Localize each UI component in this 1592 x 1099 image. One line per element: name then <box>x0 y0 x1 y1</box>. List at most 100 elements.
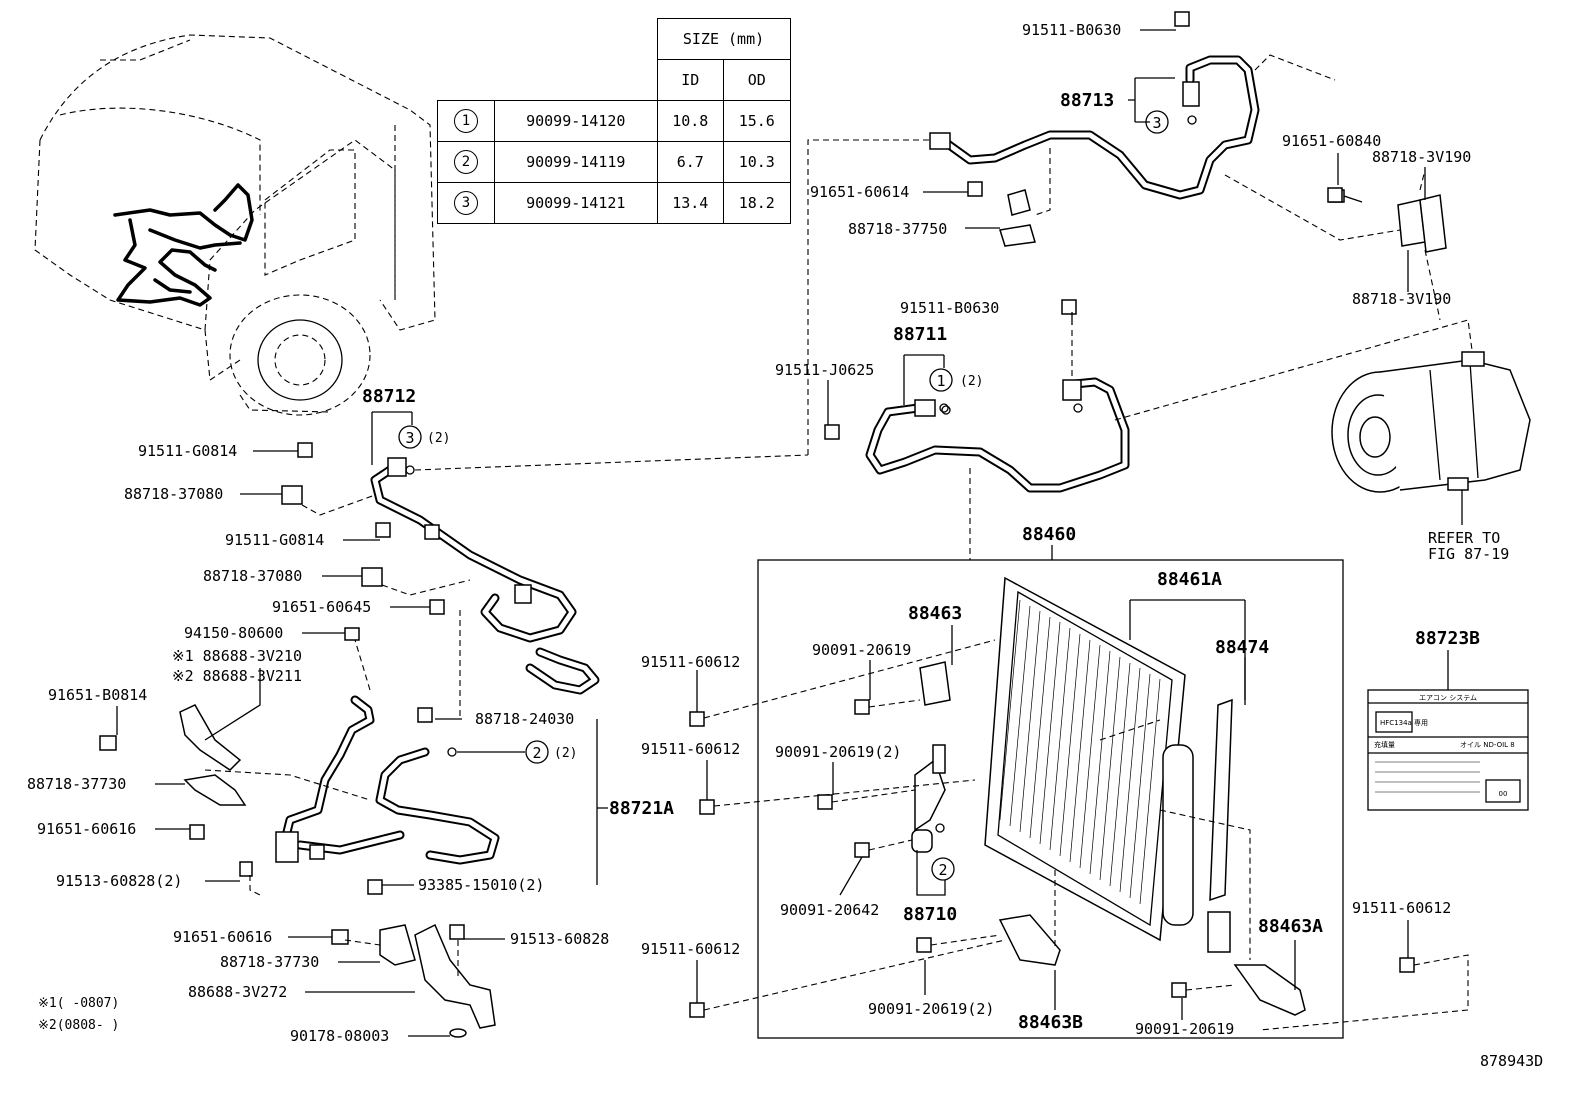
size-table-header-row: SIZE (mm) <box>438 18 791 60</box>
vehicle-sketch <box>34 34 436 416</box>
caution-label-refrigerant: HFC134a 専用 <box>1380 718 1428 727</box>
caution-label-row1: 充填量 <box>1374 740 1395 749</box>
refer-line-1: REFER TO <box>1428 529 1500 547</box>
label-91651-60614: 91651-60614 <box>810 183 909 201</box>
footnote-2: ※2(0808- ) <box>38 1018 119 1033</box>
condenser-box <box>689 11 1469 1039</box>
label-88463: 88463 <box>908 603 962 624</box>
size-table: SIZE (mm) ID OD 1 90099-14120 10.8 15.6 … <box>437 18 791 224</box>
label-90091-20619-2a: 90091-20619(2) <box>775 743 901 761</box>
label-88463A: 88463A <box>1258 916 1323 937</box>
row-id: 13.4 <box>656 182 724 224</box>
marker-88721: 2 <box>532 744 541 762</box>
label-91651-B0814: 91651-B0814 <box>48 686 147 704</box>
label-88710: 88710 <box>903 904 957 925</box>
diagram-id: 878943D <box>1480 1052 1543 1070</box>
label-88718-37750: 88718-37750 <box>848 220 947 238</box>
size-table-row: 3 90099-14121 13.4 18.2 <box>437 182 791 224</box>
label-88463B: 88463B <box>1018 1012 1083 1033</box>
label-91513-60828-2: 91513-60828(2) <box>56 872 182 890</box>
label-91651-60616-b: 91651-60616 <box>173 928 272 946</box>
label-88721A: 88721A <box>609 798 674 819</box>
qty-88712: (2) <box>427 431 450 446</box>
size-table-title: SIZE (mm) <box>656 18 791 60</box>
label-91511-J0625: 91511-J0625 <box>775 361 874 379</box>
size-table-col-id: ID <box>656 59 724 101</box>
hose-88713 <box>807 54 1401 455</box>
label-88718-3V190-a: 88718-3V190 <box>1372 148 1471 166</box>
row-od: 10.3 <box>723 141 791 183</box>
label-94150-80600: 94150-80600 <box>184 624 283 642</box>
label-88718-37080-a: 88718-37080 <box>124 485 223 503</box>
compressor <box>1331 351 1531 525</box>
label-91651-60616-a: 91651-60616 <box>37 820 136 838</box>
label-88712: 88712 <box>362 386 416 407</box>
label-91511-G0814-a: 91511-G0814 <box>138 442 237 460</box>
brackets-lower-left <box>99 442 496 1038</box>
row-part-number: 90099-14119 <box>494 141 658 183</box>
qty-88711: (2) <box>960 374 983 389</box>
row-od: 18.2 <box>723 182 791 224</box>
label-88688-3V272: 88688-3V272 <box>188 983 287 1001</box>
callout-circles <box>398 110 1169 881</box>
row-marker: 3 <box>454 191 478 215</box>
row-part-number: 90099-14120 <box>494 100 658 142</box>
marker-88712: 3 <box>405 429 414 447</box>
label-88723B: 88723B <box>1415 628 1480 649</box>
caution-label-code: 00 <box>1499 790 1508 798</box>
marker-88711: 1 <box>936 372 945 390</box>
label-88718-37730-b: 88718-37730 <box>220 953 319 971</box>
label-91511-60612-a: 91511-60612 <box>641 653 740 671</box>
size-table-subheader-row: ID OD <box>438 59 791 101</box>
row-od: 15.6 <box>723 100 791 142</box>
caution-label-title: エアコン システム <box>1419 694 1477 702</box>
caution-label-row2: オイル ND-OIL 8 <box>1460 741 1515 749</box>
label-90091-20642: 90091-20642 <box>780 901 879 919</box>
label-88461A: 88461A <box>1157 569 1222 590</box>
label-91651-60645: 91651-60645 <box>272 598 371 616</box>
label-91511-B0630-top: 91511-B0630 <box>1022 21 1121 39</box>
label-91651-60840: 91651-60840 <box>1282 132 1381 150</box>
refer-line-2: FIG 87-19 <box>1428 545 1509 563</box>
label-90178-08003: 90178-08003 <box>290 1027 389 1045</box>
label-90091-20619-a: 90091-20619 <box>812 641 911 659</box>
qty-88721: (2) <box>554 746 577 761</box>
leader-lines <box>116 29 1449 1037</box>
part-labels: 91511-B0630 88713 3 91651-60840 88718-3V… <box>27 21 1543 1070</box>
label-88474: 88474 <box>1215 637 1269 658</box>
marker-88713: 3 <box>1152 114 1161 132</box>
label-91513-60828: 91513-60828 <box>510 930 609 948</box>
row-marker: 2 <box>454 150 478 174</box>
label-88711: 88711 <box>893 324 947 345</box>
hose-88721A <box>204 610 500 865</box>
label-91511-60612-d: 91511-60612 <box>1352 899 1451 917</box>
label-90091-20619-2b: 90091-20619(2) <box>868 1000 994 1018</box>
marker-88710: 2 <box>938 861 947 879</box>
label-91511-60612-c: 91511-60612 <box>641 940 740 958</box>
label-91511-60612-b: 91511-60612 <box>641 740 740 758</box>
label-91511-G0814-b: 91511-G0814 <box>225 531 324 549</box>
row-id: 6.7 <box>656 141 724 183</box>
label-88718-37080-b: 88718-37080 <box>203 567 302 585</box>
size-table-col-od: OD <box>723 59 791 101</box>
size-table-row: 1 90099-14120 10.8 15.6 <box>437 100 791 142</box>
hose-88711 <box>865 319 1473 560</box>
label-88713: 88713 <box>1060 90 1114 111</box>
label-88718-24030: 88718-24030 <box>475 710 574 728</box>
size-table-row: 2 90099-14119 6.7 10.3 <box>437 141 791 183</box>
row-marker: 1 <box>454 109 478 133</box>
label-90091-20619-c: 90091-20619 <box>1135 1020 1234 1038</box>
label-88718-37730-a: 88718-37730 <box>27 775 126 793</box>
label-88688-3V210: ※1 88688-3V210 <box>172 647 302 665</box>
label-91511-B0630-mid: 91511-B0630 <box>900 299 999 317</box>
hose-88712 <box>370 454 809 695</box>
caution-label-88723B: エアコン システム HFC134a 専用 充填量 オイル ND-OIL 8 00 <box>1367 689 1529 811</box>
label-93385-15010: 93385-15010(2) <box>418 876 544 894</box>
footnote-1: ※1( -0807) <box>38 996 119 1011</box>
label-88718-3V190-b: 88718-3V190 <box>1352 290 1451 308</box>
row-part-number: 90099-14121 <box>494 182 658 224</box>
label-88688-3V211: ※2 88688-3V211 <box>172 667 302 685</box>
row-id: 10.8 <box>656 100 724 142</box>
